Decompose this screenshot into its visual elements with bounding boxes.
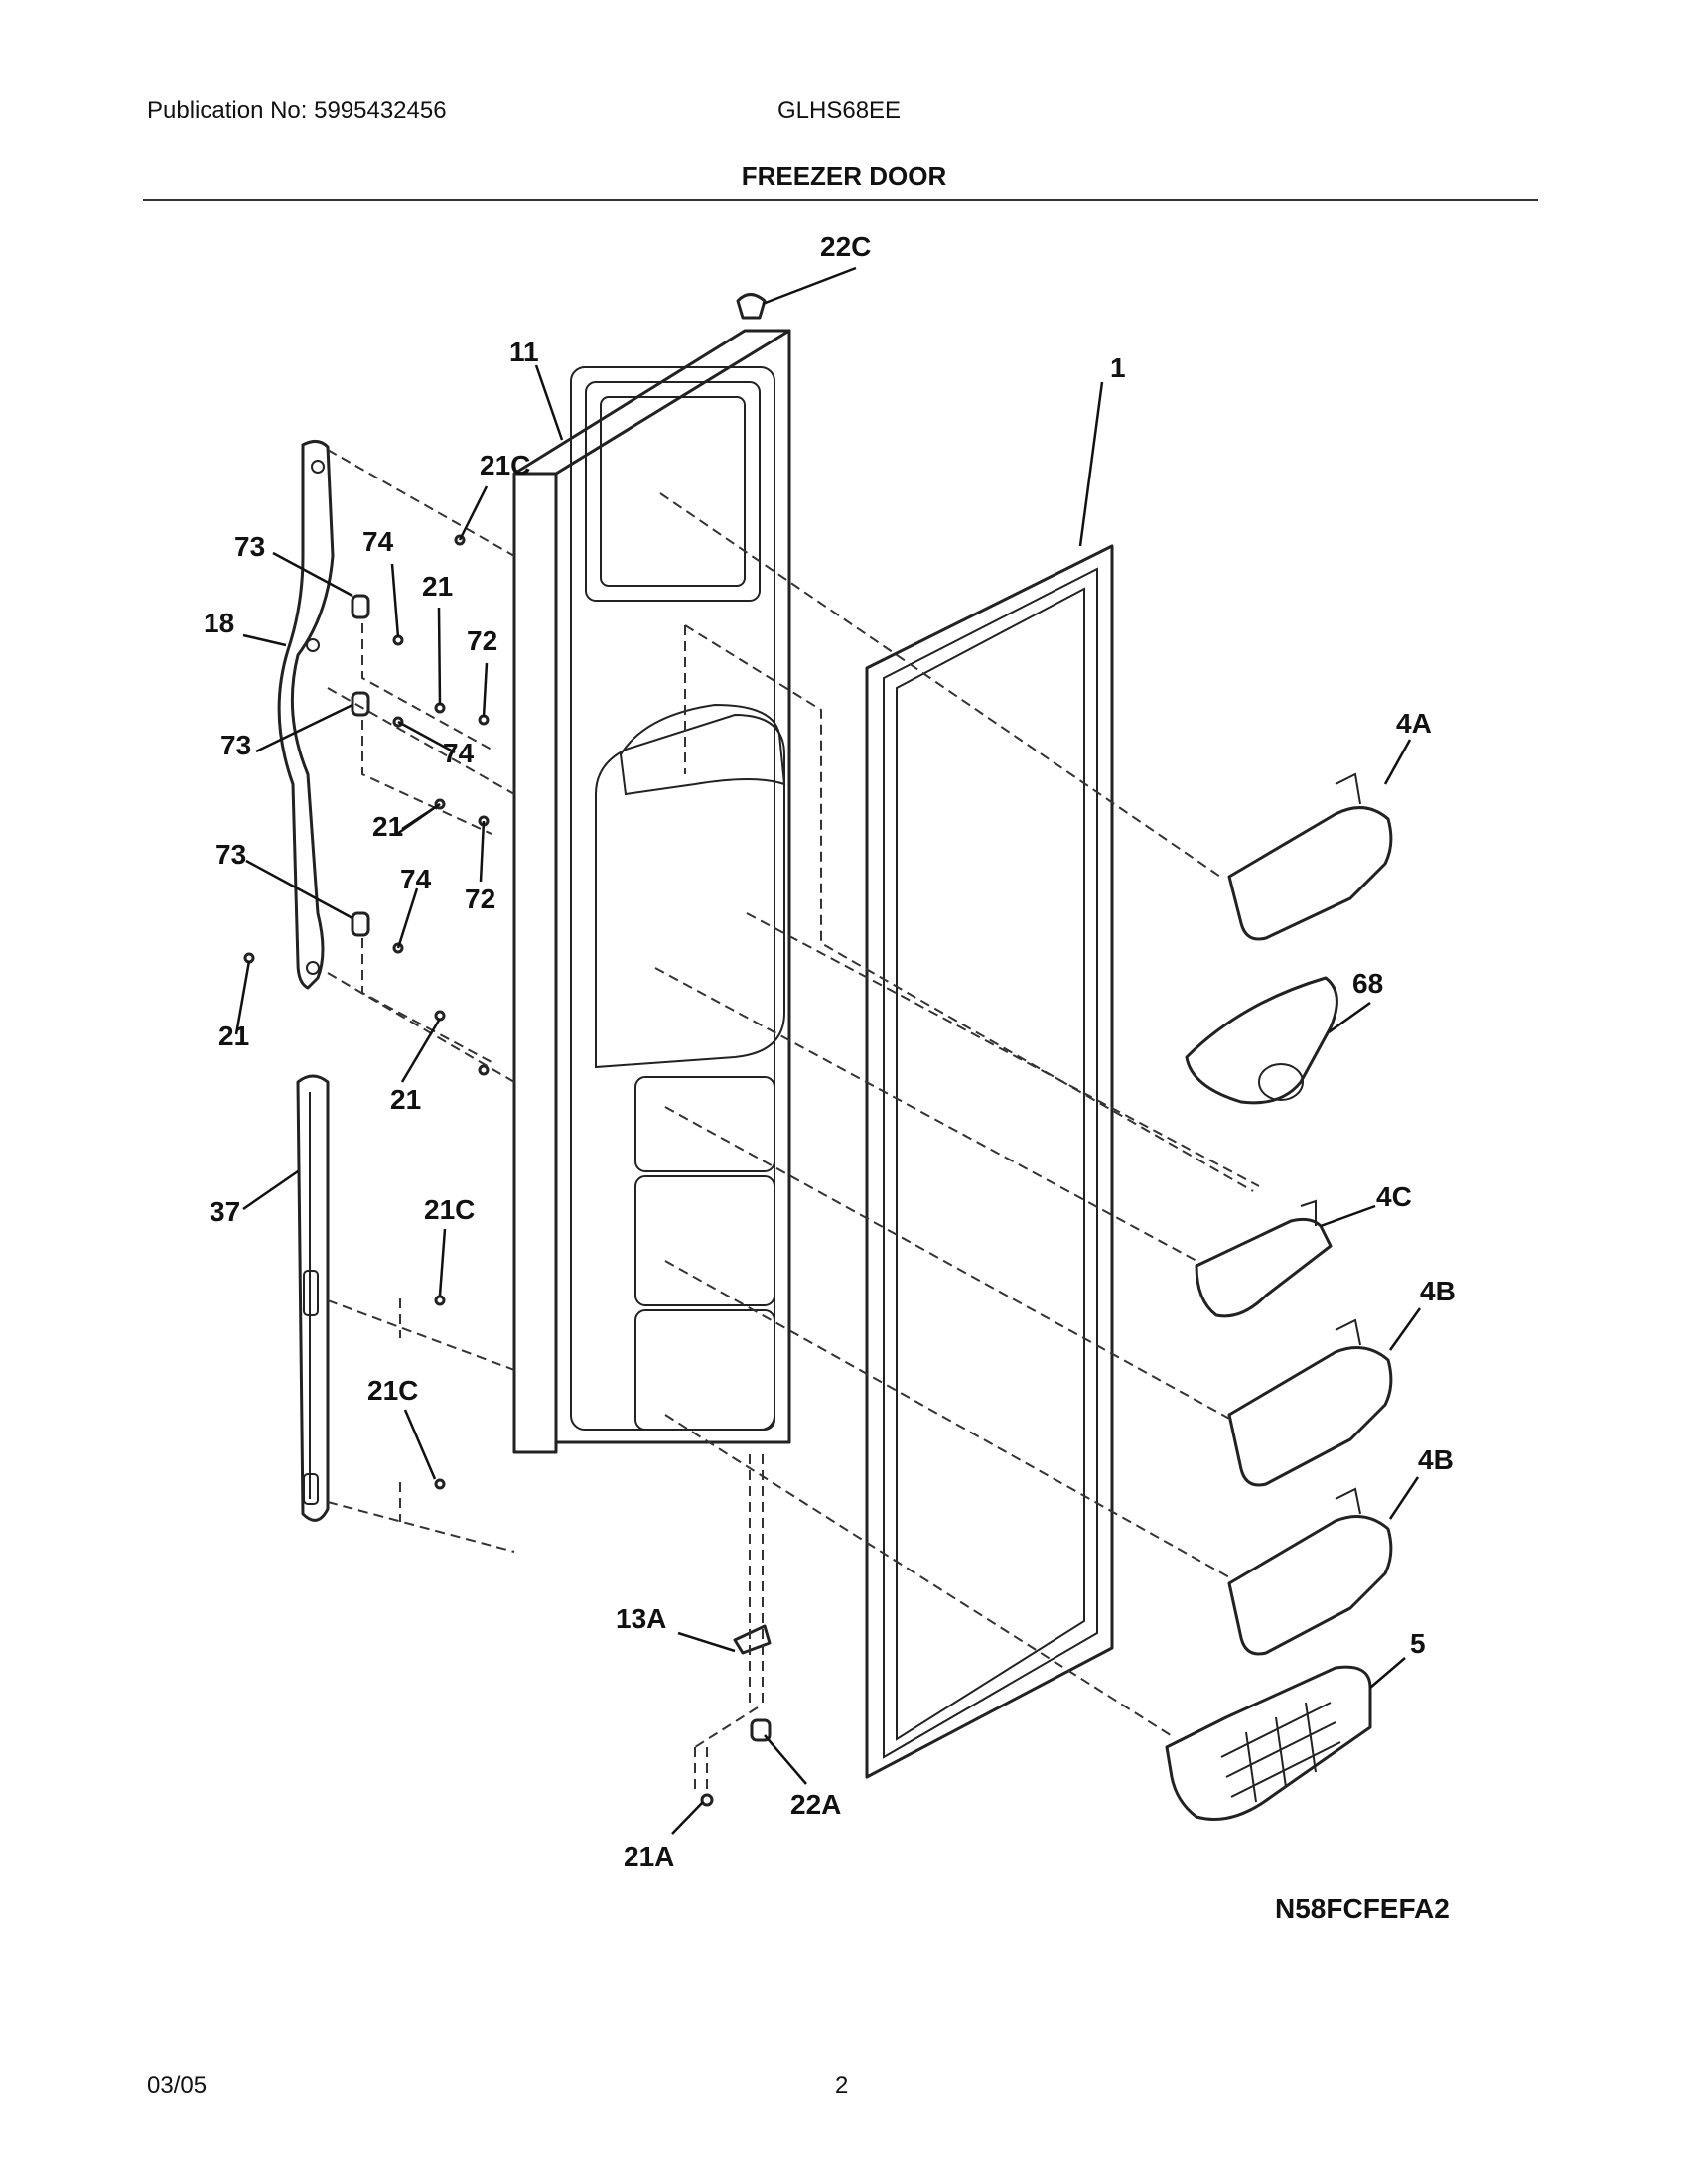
- leader-lines: [234, 266, 1422, 1835]
- label-13A: 13A: [616, 1603, 666, 1634]
- explosion-dashed-lines: [327, 449, 1260, 1792]
- label-18: 18: [204, 608, 234, 638]
- publication-number: Publication No: 5995432456: [147, 97, 447, 124]
- label-74-a: 74: [362, 526, 394, 557]
- label-4A: 4A: [1396, 708, 1432, 739]
- door-bin-part-4A: [1227, 772, 1393, 941]
- page-title: FREEZER DOOR: [741, 161, 947, 191]
- label-21-b: 21: [372, 811, 403, 842]
- lower-handle-part-37: [296, 1074, 330, 1522]
- label-21C-top: 21C: [480, 450, 530, 480]
- page-number: 2: [835, 2072, 849, 2099]
- label-21C-bottom: 21C: [367, 1375, 418, 1406]
- label-21C-mid: 21C: [424, 1194, 475, 1225]
- label-4C: 4C: [1376, 1181, 1412, 1212]
- label-73-b: 73: [220, 730, 251, 760]
- label-72-a: 72: [467, 625, 497, 656]
- model-number: GLHS68EE: [777, 97, 902, 124]
- label-1: 1: [1110, 352, 1126, 383]
- label-4B-lower: 4B: [1418, 1444, 1454, 1475]
- label-21-c: 21: [218, 1021, 249, 1051]
- door-liner-part-11: [512, 329, 791, 1454]
- door-bin-part-4B-lower: [1227, 1487, 1393, 1656]
- label-37: 37: [210, 1196, 240, 1227]
- label-73-a: 73: [234, 531, 265, 562]
- footer-date: 03/05: [147, 2072, 208, 2099]
- ice-bucket-part-68: [1185, 976, 1338, 1105]
- label-22A: 22A: [790, 1789, 841, 1820]
- door-bin-part-4B-upper: [1227, 1318, 1393, 1487]
- label-4B-upper: 4B: [1420, 1276, 1456, 1306]
- label-72-b: 72: [465, 884, 495, 914]
- fasteners: [243, 293, 772, 1807]
- label-11: 11: [509, 337, 539, 367]
- label-22C: 22C: [820, 231, 871, 262]
- label-68: 68: [1352, 968, 1383, 999]
- diagram-code: N58FCFEFA2: [1275, 1893, 1450, 1924]
- wire-basket-part-5: [1165, 1665, 1372, 1821]
- label-21-a: 21: [422, 571, 453, 602]
- label-21A: 21A: [624, 1842, 674, 1872]
- label-73-c: 73: [215, 839, 246, 870]
- door-gasket-part-1: [865, 544, 1114, 1779]
- label-5: 5: [1410, 1628, 1426, 1659]
- part-labels: 22C 11 21C 1 73 74 21 72 18 73 74 21 4A …: [204, 231, 1456, 1872]
- label-74-c: 74: [400, 864, 432, 894]
- label-21-d: 21: [390, 1084, 421, 1115]
- upper-handle-part-18: [277, 440, 335, 990]
- door-bin-part-4C: [1195, 1199, 1333, 1318]
- header-divider: [143, 199, 1538, 201]
- label-74-b: 74: [443, 738, 475, 768]
